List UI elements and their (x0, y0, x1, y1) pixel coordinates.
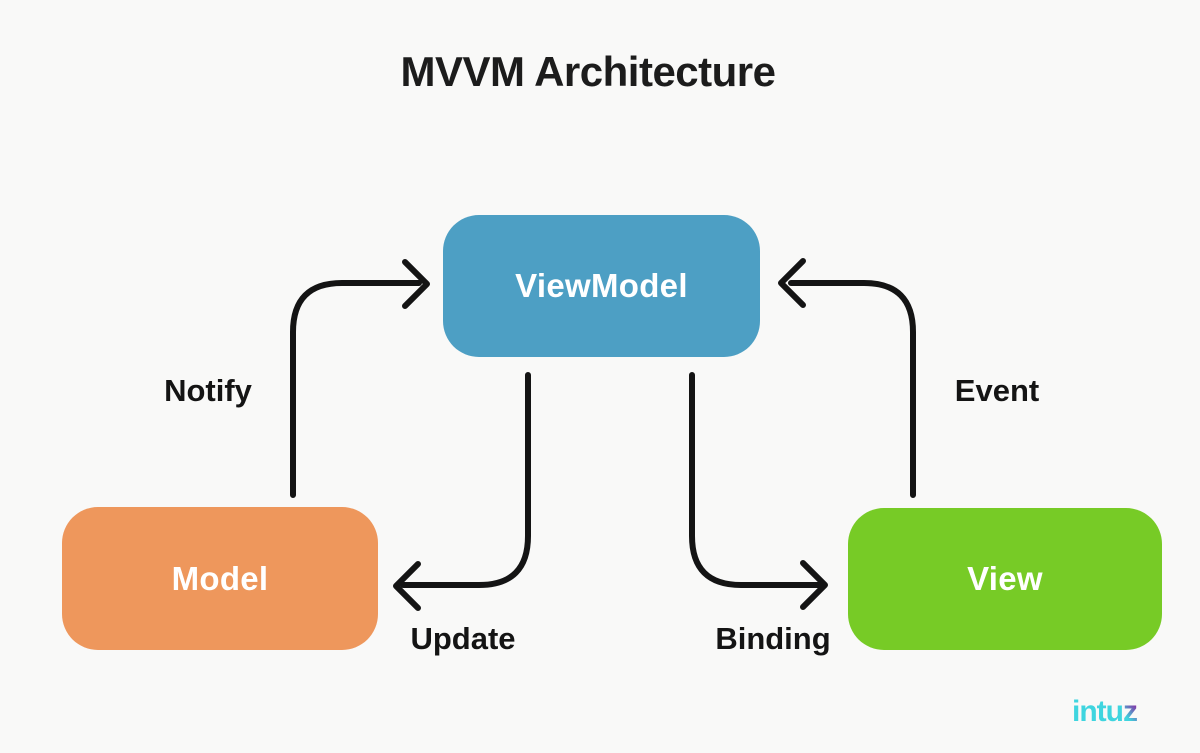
node-model: Model (62, 507, 378, 650)
node-viewmodel-label: ViewModel (515, 267, 688, 304)
intuz-logo: intuz (1072, 695, 1138, 729)
logo-text-z: z (1123, 695, 1138, 728)
edge-label-notify: Notify (164, 373, 252, 408)
node-view: View (848, 508, 1162, 650)
page-title: MVVM Architecture (400, 48, 776, 95)
update-arrow-head (393, 561, 421, 611)
node-view-label: View (967, 560, 1043, 597)
arrow-group (290, 258, 916, 611)
edge-label-event: Event (954, 373, 1040, 408)
update-arrow-line (400, 372, 531, 588)
logo-text-main: intu (1072, 695, 1124, 728)
binding-arrow-head (800, 560, 828, 610)
edge-label-binding: Binding (715, 621, 831, 656)
event-arrow-head (778, 258, 806, 308)
notify-arrow-line (290, 280, 422, 498)
node-model-label: Model (171, 559, 269, 597)
event-arrow-line (788, 280, 916, 498)
edge-label-update: Update (410, 621, 516, 656)
node-viewmodel: ViewModel (443, 215, 760, 357)
notify-arrow-head (402, 259, 430, 309)
binding-arrow-line (689, 372, 822, 588)
